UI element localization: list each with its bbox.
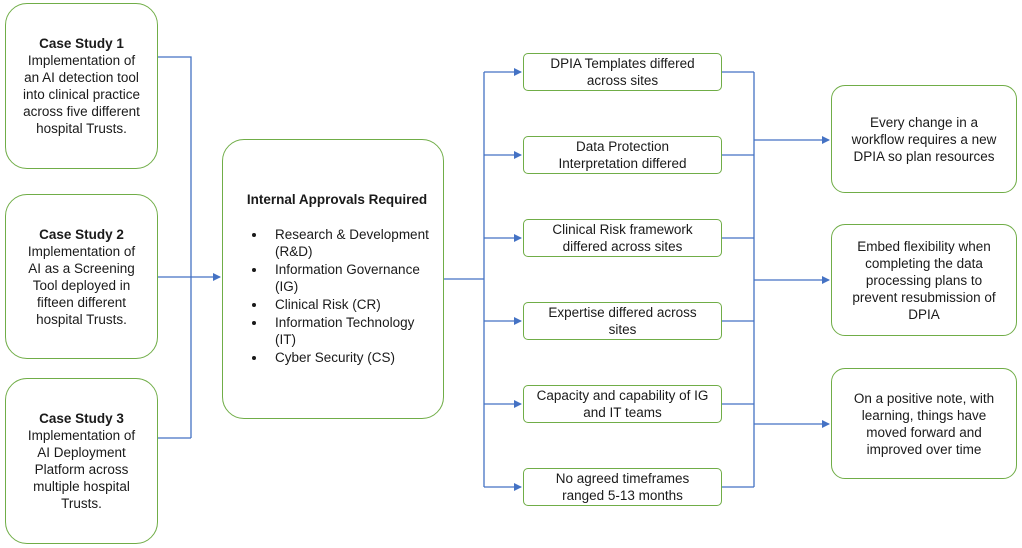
case-study-text: hospital Trusts.	[36, 121, 127, 136]
case-study-title: Case Study 3	[39, 411, 124, 426]
case-study-text: hospital Trusts.	[36, 311, 127, 327]
finding-text: Expertise differed across	[548, 305, 697, 320]
finding-box-1: DPIA Templates differed across sites	[523, 53, 722, 91]
outcome-text: DPIA	[908, 306, 940, 322]
outcome-text: moved forward and	[866, 424, 982, 440]
case-study-2-box: Case Study 2 Implementation of AI as a S…	[5, 194, 158, 359]
case-study-text: an AI detection tool	[24, 70, 139, 85]
outcome-text: workflow requires a new	[851, 131, 997, 147]
outcome-text: prevent resubmission of	[852, 289, 996, 305]
case-study-1-box: Case Study 1 Implementation of an AI det…	[5, 3, 158, 169]
case-study-3-box: Case Study 3 Implementation of AI Deploy…	[5, 378, 158, 544]
finding-box-2: Data Protection Interpretation differed	[523, 136, 722, 174]
outcome-text: learning, things have	[861, 407, 987, 423]
outcome-box-3: On a positive note, with learning, thing…	[831, 368, 1017, 479]
outcome-text: completing the data	[865, 255, 983, 271]
finding-text: Interpretation differed	[558, 156, 687, 171]
approval-item-text: Cyber Security (CS)	[275, 350, 396, 365]
case-study-text: fifteen different	[36, 294, 127, 310]
finding-text: and IT teams	[583, 405, 662, 420]
finding-box-4: Expertise differed across sites	[523, 302, 722, 340]
case-study-text: AI Deployment	[37, 445, 126, 460]
finding-text: across sites	[586, 73, 659, 88]
case-study-text: across five different	[23, 104, 140, 119]
approval-item: Information Technology (IT)	[267, 314, 429, 348]
case-study-text: into clinical practice	[22, 87, 141, 102]
finding-box-3: Clinical Risk framework differed across …	[523, 219, 722, 257]
finding-box-5: Capacity and capability of IG and IT tea…	[523, 385, 722, 423]
outcome-text: DPIA so plan resources	[853, 148, 995, 164]
approval-item: Clinical Risk (CR)	[267, 296, 429, 313]
case-study-text: Implementation of	[27, 53, 136, 68]
connector-case1	[158, 56, 192, 438]
finding-text: Clinical Risk framework	[552, 222, 693, 237]
outcome-box-1: Every change in a workflow requires a ne…	[831, 85, 1017, 193]
finding-text: sites	[608, 322, 637, 337]
outcome-text: Every change in a	[869, 114, 979, 130]
internal-approvals-box: Internal Approvals Required Research & D…	[222, 139, 444, 419]
approval-item-text: Information Governance	[275, 262, 420, 277]
finding-text: DPIA Templates differed	[550, 56, 695, 71]
case-study-text: multiple hospital	[33, 479, 130, 494]
case-study-text: Trusts.	[61, 496, 102, 511]
finding-text: No agreed timeframes	[555, 471, 690, 486]
finding-text: ranged 5-13 months	[562, 488, 683, 503]
case-study-text: Implementation of	[27, 428, 136, 443]
approval-item-text: Research & Development	[275, 227, 429, 242]
finding-text: differed across sites	[562, 239, 683, 254]
case-study-text: Implementation of	[27, 243, 136, 259]
finding-box-6: No agreed timeframes ranged 5-13 months	[523, 468, 722, 506]
approval-item-text: (R&D)	[275, 244, 313, 259]
outcome-text: On a positive note, with	[853, 390, 995, 406]
case-study-title: Case Study 2	[39, 226, 124, 242]
case-study-text: AI as a Screening	[28, 260, 135, 276]
approval-item: Research & Development (R&D)	[267, 226, 429, 260]
outcome-text: improved over time	[866, 441, 982, 457]
approval-item-text: (IG)	[275, 279, 299, 294]
case-study-title: Case Study 1	[39, 36, 124, 51]
outcome-box-2: Embed flexibility when completing the da…	[831, 224, 1017, 336]
approval-item: Information Governance (IG)	[267, 261, 429, 295]
finding-text: Capacity and capability of IG	[536, 388, 709, 403]
finding-text: Data Protection	[575, 139, 670, 154]
approval-item-text: Information Technology	[275, 315, 415, 330]
approval-item-text: Clinical Risk (CR)	[275, 297, 381, 312]
approvals-list: Research & Development (R&D) Information…	[245, 226, 429, 367]
case-study-text: Platform across	[34, 462, 129, 477]
outcome-text: Embed flexibility when	[857, 238, 991, 254]
approvals-title: Internal Approvals Required	[246, 192, 428, 207]
approval-item-text: (IT)	[275, 332, 296, 347]
outcome-text: processing plans to	[865, 272, 983, 288]
approval-item: Cyber Security (CS)	[267, 349, 429, 366]
case-study-text: Tool deployed in	[32, 277, 131, 293]
